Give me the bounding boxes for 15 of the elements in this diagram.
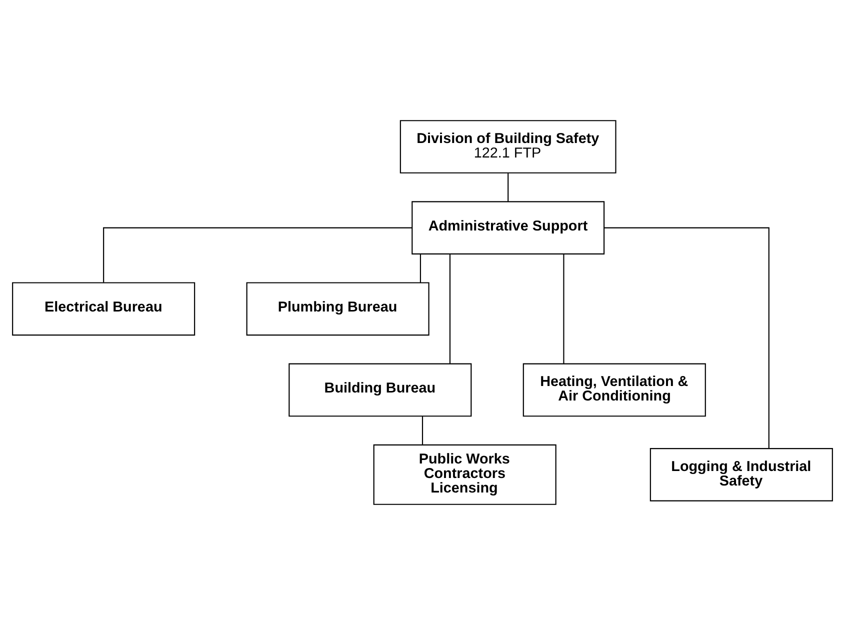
connector <box>103 226 412 282</box>
node-box: Administrative Support <box>412 200 605 254</box>
node-box: Division of Building Safety 122.1 FTP <box>400 120 616 173</box>
node-box: Electrical Bureau <box>12 282 196 336</box>
connector <box>508 172 509 201</box>
connector <box>563 254 564 364</box>
node-box: Plumbing Bureau <box>246 282 430 336</box>
connector <box>420 254 422 282</box>
node-box: Public Works Contractors Licensing <box>373 444 556 504</box>
connector <box>449 254 451 364</box>
node-box: Logging & Industrial Safety <box>650 448 833 501</box>
node-box: Heating, Ventilation & Air Conditioning <box>522 362 706 416</box>
connector <box>422 416 424 444</box>
connector <box>604 226 770 448</box>
node-box: Building Bureau <box>288 362 472 416</box>
